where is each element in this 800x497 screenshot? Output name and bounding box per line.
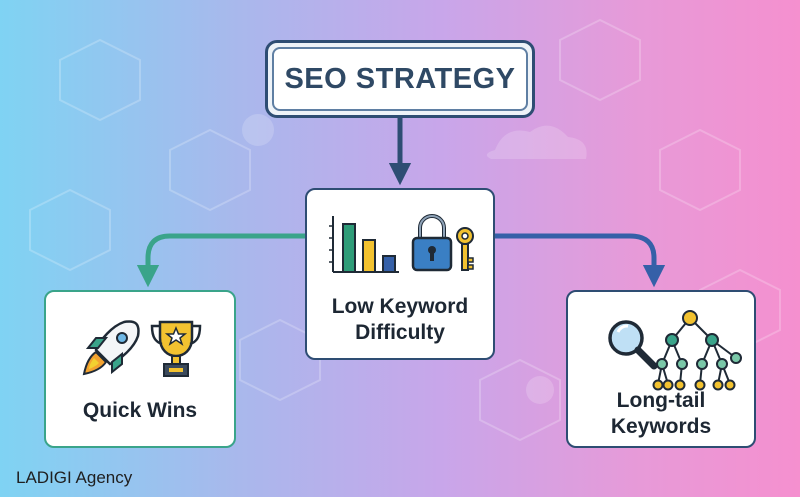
left-label: Quick Wins [82,399,198,422]
title-inner: SEO STRATEGY [272,47,528,111]
diagram-title: SEO STRATEGY [284,62,516,95]
title-box: SEO STRATEGY [265,40,535,118]
tree-network-icon [652,310,742,391]
center-label-line2: Difficulty [355,321,445,344]
rocket-icon [82,320,140,376]
padlock-icon [411,214,453,272]
arrow-center-to-right [495,233,666,288]
brand-footer: LADIGI Agency [16,468,133,487]
arrow-center-to-left [136,233,305,288]
trophy-icon [150,320,202,377]
node-low-keyword-difficulty: Low Keyword Difficulty [305,188,495,360]
bar-chart-icon [329,216,399,273]
node-quick-wins: Quick Wins [44,290,236,448]
right-label-line1: Long-tail [616,389,706,412]
magnifier-icon [608,320,658,370]
node-long-tail-keywords: Long-tail Keywords [566,290,756,448]
key-icon [456,227,474,271]
right-label-line2: Keywords [610,415,712,438]
center-label-line1: Low Keyword [331,295,469,318]
